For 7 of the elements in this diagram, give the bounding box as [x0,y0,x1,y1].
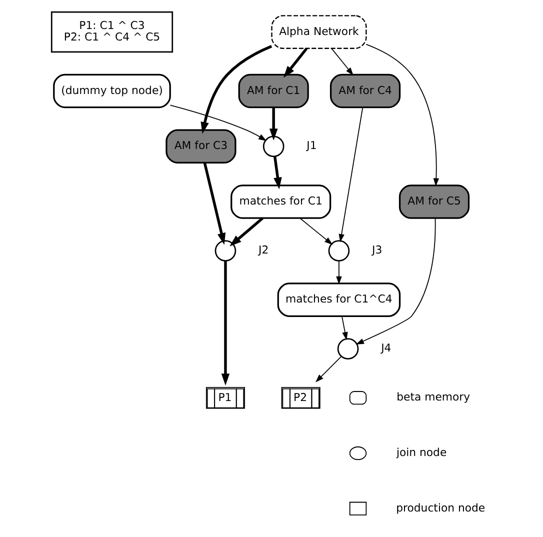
node-label: J1 [306,139,316,152]
node-label: J4 [380,342,391,355]
legend-label: production node [396,501,485,514]
legend-label: join node [396,446,446,460]
node-label: J2 [258,244,268,257]
node-label: J3 [372,244,382,257]
legend-label: beta memory [396,390,470,404]
